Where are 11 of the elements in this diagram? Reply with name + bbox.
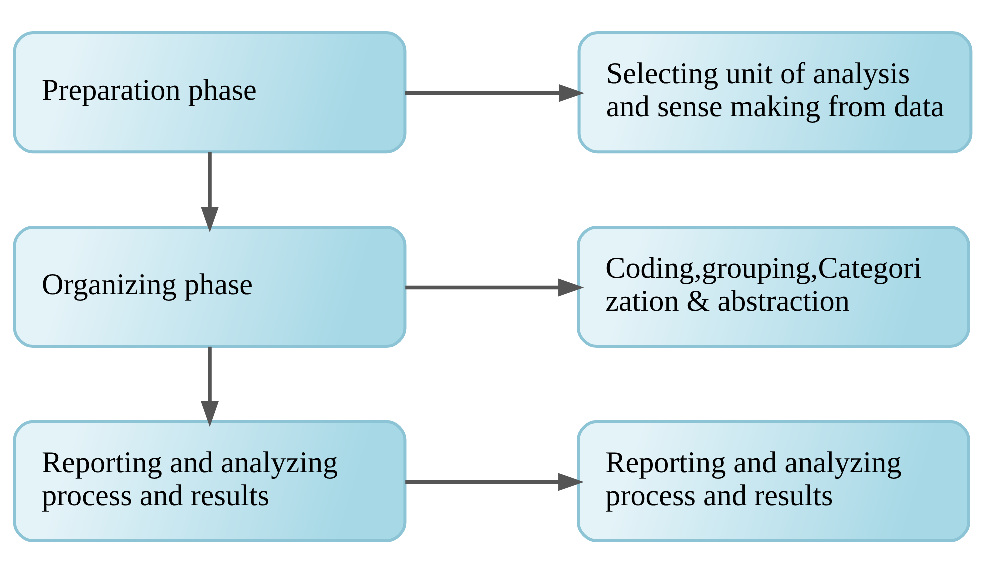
arrow	[201, 152, 219, 232]
arrow	[201, 346, 219, 427]
node-box: Reporting and analyzing process and results	[577, 420, 970, 542]
node-box: Reporting and analyzing process and results	[13, 420, 407, 542]
arrow	[406, 472, 584, 491]
arrow	[406, 278, 584, 296]
arrow	[405, 84, 585, 102]
node-box: Coding,grouping,Categori zation & abstraction	[577, 225, 970, 348]
node-box: Preparation phase	[13, 31, 407, 154]
node-box: Selecting unit of analysis and sense making from data	[578, 31, 973, 154]
node-box: Organizing phase	[13, 225, 407, 348]
